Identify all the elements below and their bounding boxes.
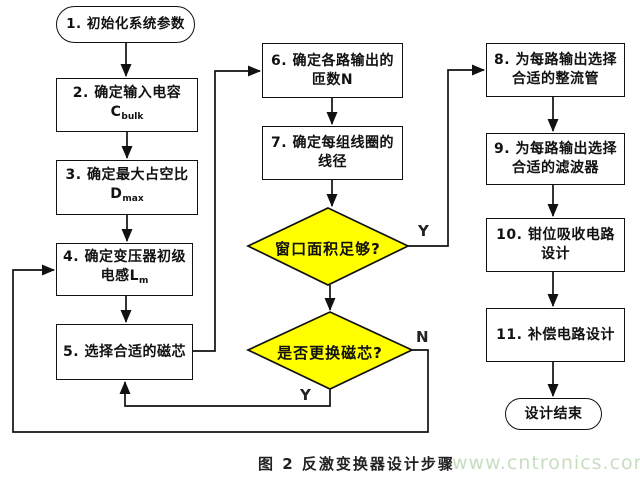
step2-box: 2. 确定输入电容 Cbulk (56, 78, 198, 132)
step4-symbol: 电感L (100, 268, 140, 284)
step7-box: 7. 确定每组线圈的 线径 (262, 126, 403, 180)
step3-box: 3. 确定最大占空比 Dmax (56, 160, 198, 215)
step9-line1: 9. 为每路输出选择 (494, 141, 617, 157)
step7-line2: 线径 (318, 154, 347, 170)
step8-box: 8. 为每路输出选择 合适的整流管 (486, 43, 625, 97)
step8-line2: 合适的整流管 (512, 71, 599, 87)
step10-line2: 设计 (541, 246, 570, 262)
start-label: 1. 初始化系统参数 (66, 16, 185, 32)
step5-box: 5. 选择合适的磁芯 (56, 324, 193, 380)
step6-line2: 匝数N (311, 71, 354, 88)
decision2-diamond (245, 311, 415, 390)
end-label: 设计结束 (524, 405, 583, 422)
step4-line1: 4. 确定变压器初级 (63, 249, 186, 265)
step10-line1: 10. 钳位吸收电路 (496, 227, 615, 243)
step7-line1: 7. 确定每组线圈的 (271, 135, 394, 151)
start-node: 1. 初始化系统参数 (56, 6, 195, 43)
step2-line1: 2. 确定输入电容 (72, 84, 182, 101)
step9-line2: 合适的滤波器 (512, 160, 599, 176)
step2-line2: Cbulk (111, 103, 144, 127)
step4-subscript: m (139, 276, 149, 286)
step8-line1: 8. 为每路输出选择 (494, 52, 617, 68)
step11-box: 11. 补偿电路设计 (486, 308, 625, 362)
step6-box: 6. 确定各路输出的 匝数N (262, 43, 403, 98)
decision1-diamond (246, 207, 410, 286)
edge-step5-to-step6 (193, 65, 261, 352)
step2-symbol: C (110, 103, 122, 120)
decision2-label: 是否更换磁芯? (277, 344, 383, 362)
step3-line1: 3. 确定最大占空比 (65, 167, 189, 183)
step3-subscript: max (122, 194, 144, 204)
figure-caption: 图 2 反激变换器设计步骤 (258, 455, 455, 473)
decision2-no-label: N (416, 328, 429, 346)
end-node: 设计结束 (505, 398, 602, 430)
step9-box: 9. 为每路输出选择 合适的滤波器 (486, 133, 625, 185)
step2-subscript: bulk (121, 111, 144, 122)
step4-box: 4. 确定变压器初级 电感Lm (56, 243, 193, 296)
step3-line2: Dmax (110, 185, 143, 209)
decision1-yes-label: Y (418, 222, 429, 240)
edge-decision2-yes-to-step5 (119, 381, 331, 407)
decision1-label: 窗口面积足够? (275, 240, 381, 258)
watermark-text: www.cntronics.com (452, 452, 640, 474)
edge-decision1-yes-to-step8 (408, 64, 485, 247)
step5-label: 5. 选择合适的磁芯 (63, 343, 186, 360)
step6-line1: 6. 确定各路输出的 (271, 52, 394, 69)
step4-line2: 电感Lm (101, 267, 149, 291)
edge-decision2-no-to-step4 (12, 264, 429, 433)
decision2-yes-label: Y (300, 386, 311, 404)
step3-symbol: D (110, 186, 123, 202)
step11-label: 11. 补偿电路设计 (496, 326, 615, 343)
step10-box: 10. 钳位吸收电路 设计 (486, 218, 625, 272)
